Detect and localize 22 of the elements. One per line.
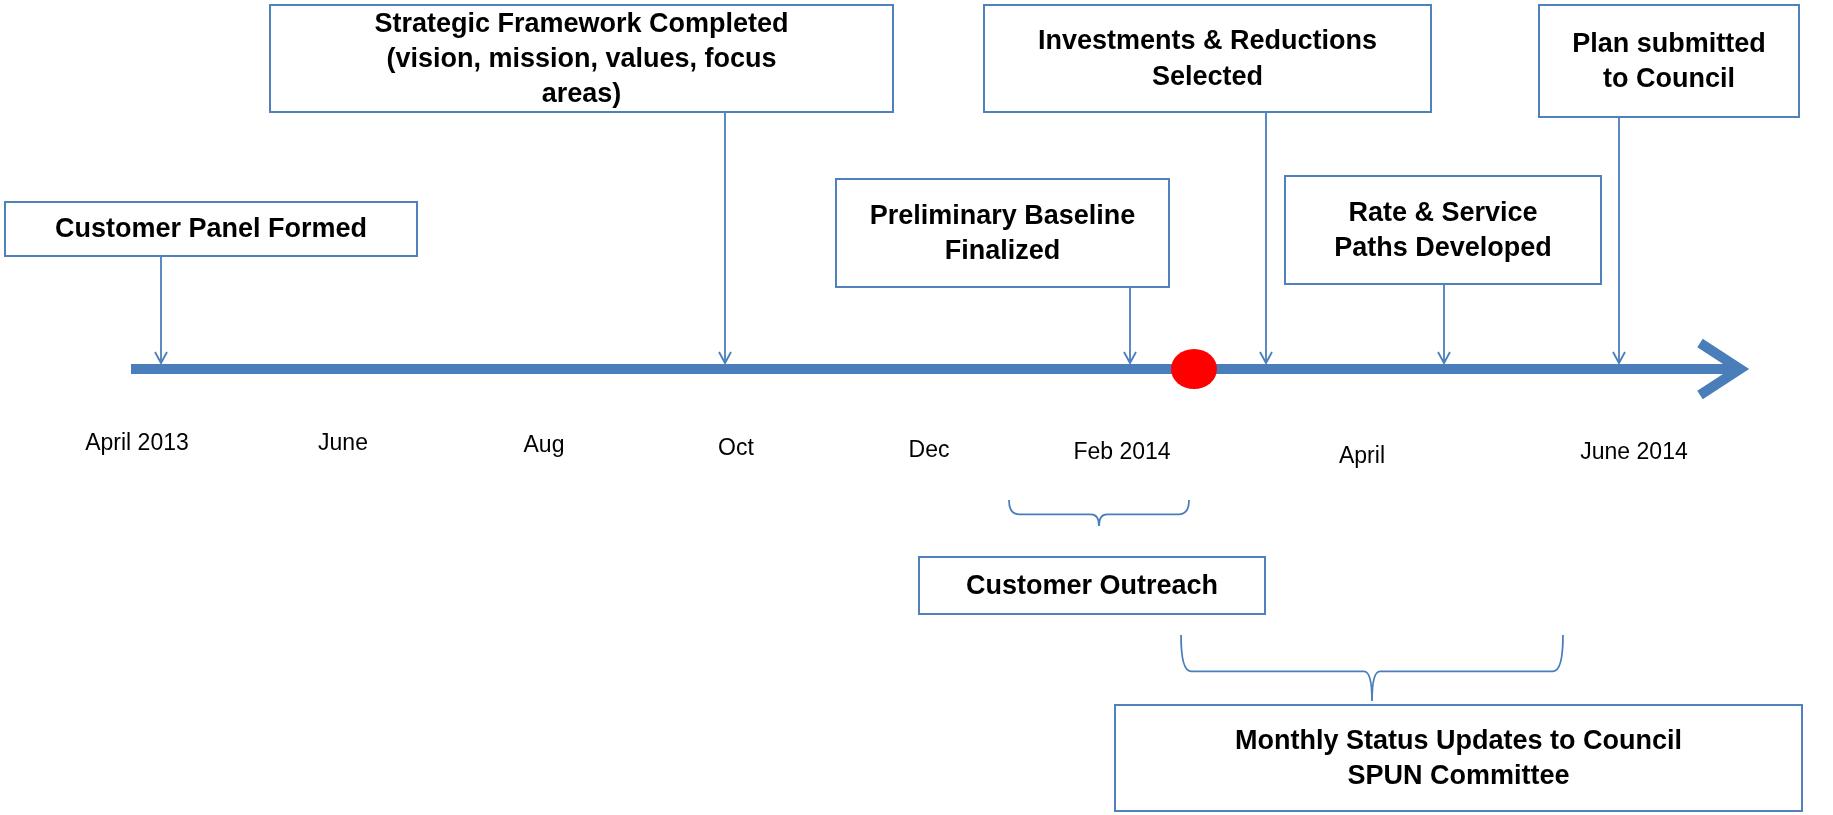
month-label: June 2014 xyxy=(1580,437,1688,465)
milestone-box: Investments & Reductions Selected xyxy=(983,4,1432,113)
arrow xyxy=(1259,112,1273,364)
arrow xyxy=(1612,117,1626,364)
milestone-box: Preliminary Baseline Finalized xyxy=(835,178,1170,288)
arrow xyxy=(154,256,168,364)
month-label: Aug xyxy=(523,430,565,458)
month-label: April xyxy=(1339,441,1385,469)
milestone-box: Customer Panel Formed xyxy=(4,201,418,257)
milestone-box: Monthly Status Updates to Council SPUN Committee xyxy=(1114,704,1803,812)
month-label: Oct xyxy=(718,433,754,461)
milestone-box: Customer Outreach xyxy=(918,556,1266,615)
month-label: April 2013 xyxy=(85,428,189,456)
milestone-box: Rate & Service Paths Developed xyxy=(1284,175,1602,285)
milestone-box: Strategic Framework Completed (vision, mission, values, focus areas) xyxy=(269,4,894,113)
month-label: Feb 2014 xyxy=(1073,437,1171,465)
arrow xyxy=(718,112,732,364)
month-label: Dec xyxy=(908,435,950,463)
arrow xyxy=(1437,284,1451,364)
month-label: June xyxy=(318,428,368,456)
milestone-box: Plan submitted to Council xyxy=(1538,4,1800,118)
arrow xyxy=(1123,287,1137,364)
